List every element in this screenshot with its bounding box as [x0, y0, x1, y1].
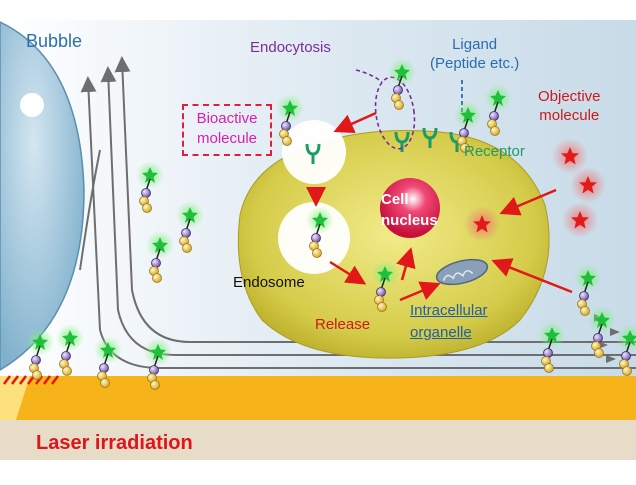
ligand-label: Ligand (Peptide etc.) [430, 36, 519, 74]
objective-label-line2: molecule [539, 106, 600, 124]
intracellular-organelle [435, 258, 489, 286]
substrate-layer [0, 376, 636, 420]
laser-hatch [3, 375, 59, 385]
organelle-label-line2: organelle [410, 324, 472, 341]
laser-beam [0, 376, 30, 420]
objective-molecule-label: Objective molecule [538, 88, 601, 126]
objective-label-line1: Objective [538, 88, 601, 105]
endocytosis-label: Endocytosis [250, 39, 331, 56]
ligand-label-line1: Ligand [452, 36, 498, 53]
substrate-base [0, 420, 636, 460]
bioactive-label-line1: Bioactive [196, 110, 258, 127]
bioactive-molecule-label: Bioactive molecule [182, 104, 272, 156]
endosome-label: Endosome [233, 274, 305, 291]
laser-irradiation-label: Laser irradiation [36, 432, 193, 454]
receptor-label: Receptor [464, 143, 525, 160]
bioactive-label-line2: molecule [196, 129, 258, 147]
cell-nucleus-label-line1: Cell [381, 191, 409, 208]
bubble-highlight [20, 93, 44, 117]
objective-molecule-3 [562, 202, 598, 238]
release-label: Release [315, 316, 371, 333]
organelle-label-line1: Intracellular [410, 302, 488, 319]
process-arrows [306, 111, 573, 302]
objective-molecule-2 [570, 167, 606, 203]
cell-nucleus [380, 178, 440, 238]
endocytosis-pointer [355, 69, 383, 83]
ligand-label-line2: (Peptide etc.) [430, 54, 520, 72]
endosome-top [282, 120, 346, 184]
bubble-label: Bubble [26, 31, 83, 51]
cell-nucleus-label-line2: nucleus [381, 212, 438, 229]
endocytosis-outline [374, 76, 416, 150]
objective-molecule-cell [464, 206, 500, 242]
